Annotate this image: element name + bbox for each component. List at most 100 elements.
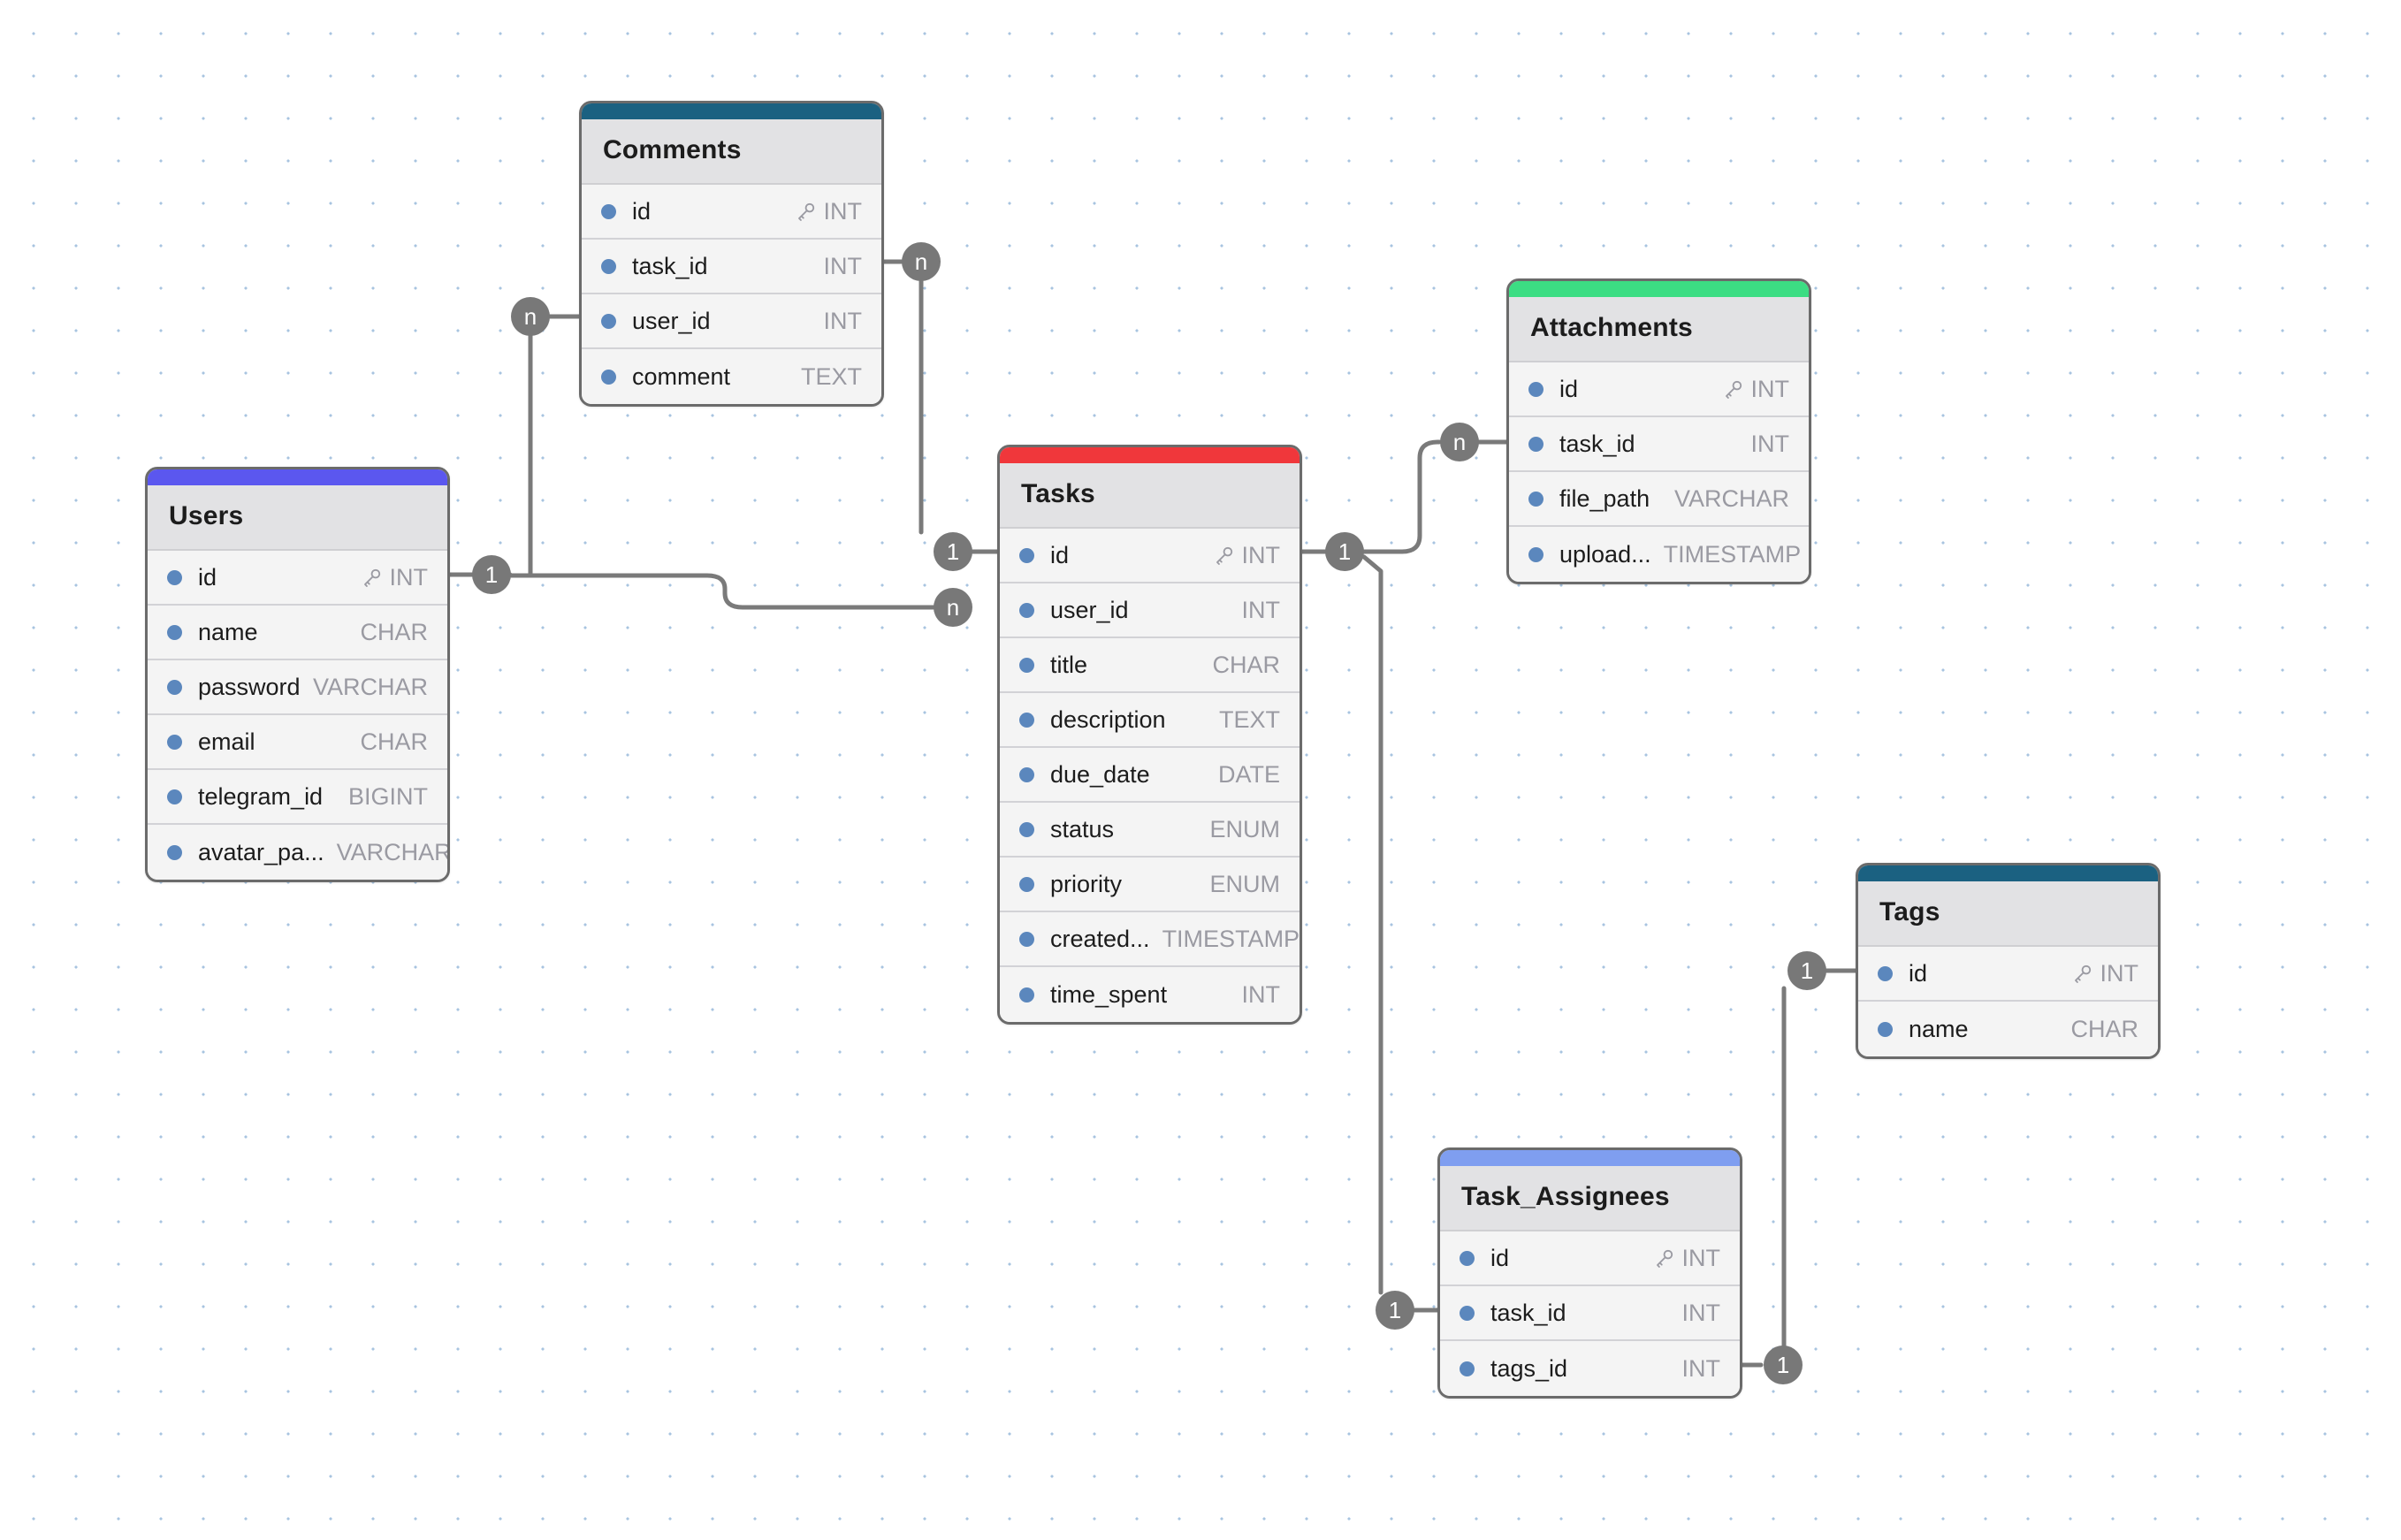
attribute-type: INT <box>389 563 429 591</box>
table-accent-bar-tasks <box>1000 447 1300 463</box>
attribute-type: BIGINT <box>347 782 428 810</box>
relationship-edge-assignees-tags-to-tags-id[interactable] <box>1740 968 1858 1368</box>
key-icon <box>1725 380 1742 399</box>
attribute-type: CHAR <box>360 728 428 755</box>
attribute-type: INT <box>1681 1244 1721 1271</box>
attribute-row[interactable]: avatar_pa...VARCHAR <box>148 825 447 880</box>
attribute-type: INT <box>823 252 863 279</box>
attribute-name: created... <box>1050 925 1150 952</box>
attribute-bullet-icon <box>1019 712 1034 728</box>
table-accent-bar-tags <box>1858 865 2158 881</box>
attribute-meta: CHAR <box>2070 1016 2138 1043</box>
attribute-row[interactable]: telegram_id BIGINT <box>148 770 447 825</box>
attribute-bullet-icon <box>1528 491 1544 507</box>
attribute-row[interactable]: task_id INT <box>1509 417 1809 472</box>
relationship-edge-users-id-to-comments-user[interactable] <box>447 314 582 577</box>
attribute-meta: INT <box>1722 376 1789 403</box>
attribute-meta: INT <box>2071 959 2139 987</box>
cardinality-badge-n: n <box>1440 423 1479 461</box>
attribute-bullet-icon <box>1528 546 1544 562</box>
attribute-bullet-icon <box>1019 657 1034 673</box>
attribute-type: INT <box>1750 430 1790 457</box>
attribute-row[interactable]: title CHAR <box>1000 638 1300 693</box>
cardinality-badge-1: 1 <box>1325 532 1364 571</box>
attribute-type: CHAR <box>1212 651 1280 678</box>
cardinality-badge-n: n <box>934 588 972 627</box>
attribute-bullet-icon <box>167 624 182 640</box>
attribute-bullet-icon <box>167 734 182 750</box>
attribute-row[interactable]: created... TIMESTAMP <box>1000 912 1300 967</box>
attribute-type: INT <box>2100 959 2139 987</box>
cardinality-badge-1: 1 <box>472 555 511 594</box>
attribute-type: TIMESTAMP <box>1663 540 1802 568</box>
attribute-name: task_id <box>1559 430 1635 457</box>
attribute-bullet-icon <box>1019 547 1034 563</box>
attribute-type: VARCHAR <box>312 673 428 700</box>
attribute-bullet-icon <box>601 258 616 274</box>
relationship-edge-users-id-to-tasks-user[interactable] <box>508 573 936 610</box>
table-title-tags: Tags <box>1858 881 2158 947</box>
attribute-type: VARCHAR <box>1673 484 1789 512</box>
attribute-bullet-icon <box>1460 1305 1475 1321</box>
attribute-name: title <box>1050 651 1088 678</box>
attribute-type: INT <box>1681 1299 1721 1326</box>
attribute-row[interactable]: upload... TIMESTAMP <box>1509 527 1809 582</box>
attribute-bullet-icon <box>1019 931 1034 947</box>
attribute-name: upload... <box>1559 540 1651 568</box>
key-icon <box>2074 964 2091 983</box>
attribute-type: ENUM <box>1209 815 1281 842</box>
attribute-name: telegram_id <box>198 782 324 810</box>
relationship-edge-tasks-id-to-assignees-task[interactable] <box>1361 554 1440 1313</box>
attribute-meta: INT <box>1242 981 1281 1009</box>
attribute-bullet-icon <box>167 844 182 860</box>
attribute-meta: DATE <box>1218 761 1280 789</box>
attribute-bullet-icon <box>1528 381 1544 397</box>
attribute-type: TEXT <box>800 362 862 390</box>
attribute-name: id <box>1050 541 1070 568</box>
attribute-bullet-icon <box>1019 602 1034 618</box>
attribute-meta: INT <box>1682 1300 1721 1327</box>
attribute-name: user_id <box>1050 596 1129 623</box>
attribute-meta: CHAR <box>360 728 428 756</box>
attribute-meta: INT <box>795 197 863 225</box>
attribute-meta: INT <box>1751 431 1790 458</box>
attribute-type: INT <box>823 197 863 225</box>
table-title-comments: Comments <box>582 119 881 185</box>
attribute-meta: TEXT <box>801 363 862 391</box>
attribute-type: TIMESTAMP <box>1162 925 1300 952</box>
table-title-tasks: Tasks <box>1000 463 1300 529</box>
relationship-edge-comments-task-to-tasks-id[interactable] <box>881 259 1000 554</box>
cardinality-badge-1: 1 <box>934 532 972 571</box>
attribute-bullet-icon <box>1528 436 1544 452</box>
attribute-name: avatar_pa... <box>198 838 324 865</box>
